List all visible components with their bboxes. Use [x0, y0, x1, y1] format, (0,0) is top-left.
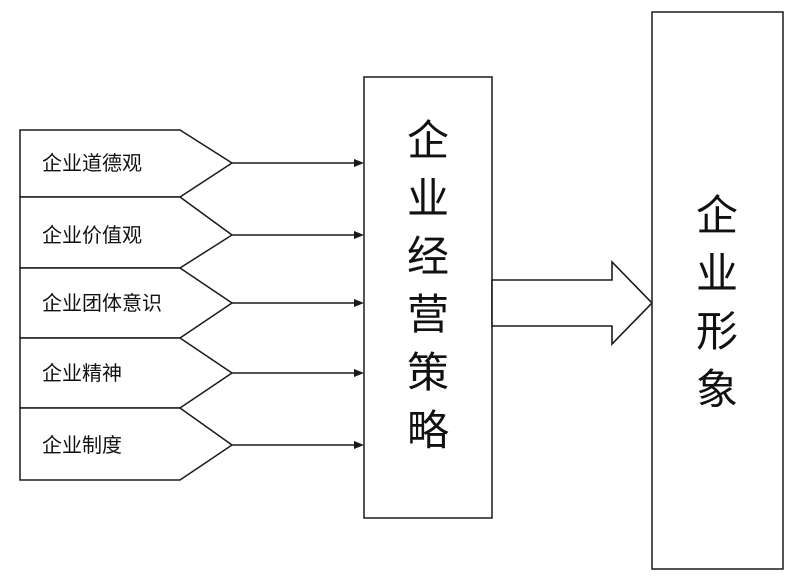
arrowhead-spirit — [354, 369, 364, 377]
arrowhead-values — [354, 231, 364, 239]
input-label-moral: 企业道德观 — [42, 151, 142, 175]
image-label: 企业形象 — [696, 191, 738, 414]
vertical-char: 业 — [407, 174, 449, 223]
vertical-char: 营 — [407, 290, 449, 339]
input-shape-team — [19, 267, 234, 339]
arrowhead-system — [354, 441, 364, 449]
vertical-char: 形 — [696, 307, 738, 356]
input-shape-values — [19, 196, 234, 269]
vertical-char: 略 — [407, 406, 449, 455]
vertical-char: 企 — [407, 116, 449, 165]
input-shape-moral — [19, 129, 234, 198]
vertical-char: 经 — [407, 232, 449, 281]
input-shape-system — [19, 407, 234, 481]
input-label-system: 企业制度 — [42, 433, 122, 457]
vertical-char: 策 — [407, 348, 449, 397]
vertical-char: 业 — [696, 249, 738, 298]
input-stack — [19, 129, 234, 481]
big-hollow-arrow — [491, 260, 654, 346]
input-label-team: 企业团体意识 — [42, 291, 162, 315]
image-box — [651, 11, 784, 570]
input-label-spirit: 企业精神 — [42, 361, 122, 385]
input-label-values: 企业价值观 — [42, 223, 142, 247]
connector-arrows — [232, 159, 364, 449]
vertical-char: 象 — [696, 365, 738, 414]
vertical-char: 企 — [696, 191, 738, 240]
arrowhead-moral — [354, 159, 364, 167]
strategy-label: 企业经营策略 — [407, 116, 449, 455]
input-shape-spirit — [19, 337, 234, 409]
arrowhead-team — [354, 299, 364, 307]
